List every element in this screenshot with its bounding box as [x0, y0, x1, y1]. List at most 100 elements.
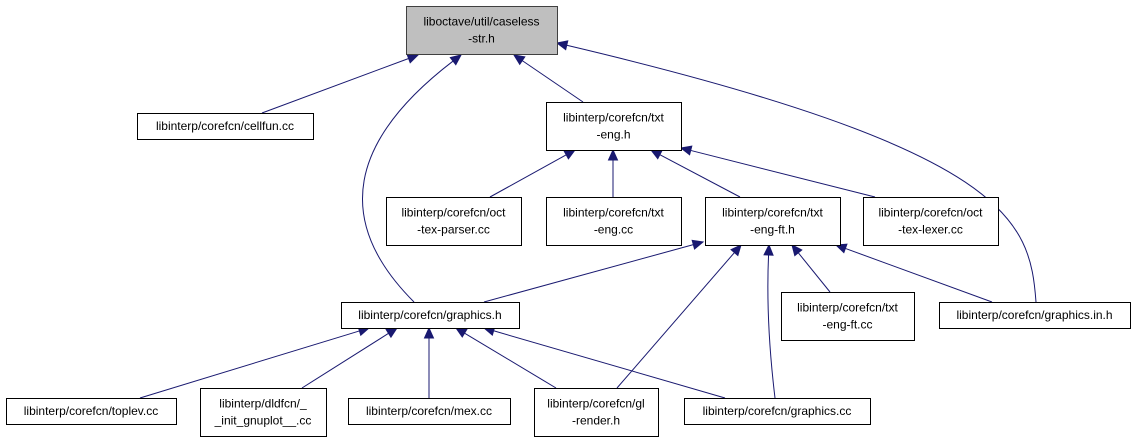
node-box [781, 292, 915, 341]
node-initgnuplot[interactable]: libinterp/dldfcn/_ _init_gnuplot__.cc [200, 388, 327, 437]
arrowhead [730, 244, 742, 257]
arrowhead [555, 40, 569, 51]
node-box [406, 6, 558, 55]
arrowhead [512, 54, 526, 66]
node-cellfun[interactable]: libinterp/corefcn/cellfun.cc [137, 113, 314, 140]
edge-line [797, 252, 831, 293]
node-label: libinterp/corefcn/txt [563, 111, 664, 125]
edge-graphics_in_h-to-caseless [555, 40, 1037, 303]
arrowhead [607, 148, 619, 161]
node-label: -tex-parser.cc [417, 223, 490, 237]
arrowhead [834, 243, 848, 254]
arrowhead [454, 327, 468, 338]
node-label: libinterp/corefcn/gl [547, 397, 644, 411]
arrowhead [649, 149, 663, 160]
edge-glrender-to-graphics_h [454, 327, 557, 389]
edge-line [139, 330, 360, 399]
node-label: libinterp/corefcn/graphics.h [358, 308, 501, 322]
node-label: libinterp/corefcn/oct [401, 206, 506, 220]
node-box [534, 388, 659, 437]
arrowhead [763, 243, 774, 256]
node-box [939, 302, 1131, 329]
node-mex[interactable]: libinterp/corefcn/mex.cc [348, 398, 511, 425]
edge-line [483, 244, 694, 303]
edge-line [301, 332, 389, 389]
arrowhead [563, 149, 577, 160]
node-label: -eng-ft.h [750, 223, 795, 237]
node-label: liboctave/util/caseless [423, 15, 539, 29]
node-label: libinterp/corefcn/graphics.in.h [956, 308, 1112, 322]
edge-cellfun-to-caseless [261, 53, 420, 114]
arrowhead [791, 244, 803, 257]
edge-line [566, 44, 1037, 303]
edge-toplev-to-graphics_h [139, 326, 371, 399]
node-label: -tex-lexer.cc [898, 223, 963, 237]
edge-line [767, 254, 776, 399]
node-octtexparser[interactable]: libinterp/corefcn/oct -tex-parser.cc [386, 197, 522, 246]
node-box [546, 197, 682, 246]
edge-graphics_cc-to-graphics_h [482, 325, 726, 399]
node-label: libinterp/corefcn/mex.cc [366, 404, 492, 418]
node-caseless[interactable]: liboctave/util/caseless -str.h [406, 6, 558, 55]
edge-line [261, 58, 409, 114]
node-label: -eng-ft.cc [822, 318, 872, 332]
node-box [684, 398, 871, 425]
edge-graphics_cc-to-txtengft_h [763, 243, 776, 399]
node-box [341, 302, 520, 329]
edge-mex-to-graphics_h [423, 326, 435, 398]
node-octtexlexer[interactable]: libinterp/corefcn/oct -tex-lexer.cc [863, 197, 999, 246]
arrowhead [385, 327, 399, 339]
node-label: _init_gnuplot__.cc [214, 414, 312, 428]
edge-octtexparser-to-txteng_h [489, 149, 577, 198]
node-toplev[interactable]: libinterp/corefcn/toplev.cc [6, 398, 177, 425]
node-label: libinterp/corefcn/toplev.cc [24, 404, 159, 418]
node-label: libinterp/corefcn/graphics.cc [703, 404, 852, 418]
edge-line [521, 60, 584, 103]
node-label: -render.h [572, 414, 620, 428]
node-label: libinterp/corefcn/txt [563, 206, 664, 220]
edge-initgnuplot-to-graphics_h [301, 327, 399, 389]
node-label: -eng.h [596, 128, 630, 142]
node-box [6, 398, 177, 425]
edge-line [489, 154, 567, 198]
node-label: libinterp/dldfcn/_ [219, 397, 307, 411]
edge-graphics_in_h-to-txtengft_h [834, 243, 993, 303]
node-box [348, 398, 511, 425]
node-box [705, 197, 841, 246]
node-graphics_h[interactable]: libinterp/corefcn/graphics.h [341, 302, 520, 329]
node-graphics_cc[interactable]: libinterp/corefcn/graphics.cc [684, 398, 871, 425]
arrowhead [679, 145, 693, 156]
node-txteng_cc[interactable]: libinterp/corefcn/txt -eng.cc [546, 197, 682, 246]
node-glrender[interactable]: libinterp/corefcn/gl -render.h [534, 388, 659, 437]
arrowhead [423, 326, 435, 339]
node-label: -eng.cc [594, 223, 633, 237]
node-box [386, 197, 522, 246]
edge-txtengft_h-to-txteng_h [649, 149, 741, 198]
edge-line [845, 247, 993, 303]
edge-line [616, 252, 735, 389]
edge-txteng_cc-to-txteng_h [607, 148, 619, 197]
edge-txtengft_cc-to-txtengft_h [791, 244, 831, 293]
node-label: libinterp/corefcn/cellfun.cc [156, 119, 294, 133]
edge-graphics_h-to-txtengft_h [483, 239, 705, 303]
node-graphics_in_h[interactable]: libinterp/corefcn/graphics.in.h [939, 302, 1131, 329]
edge-octtexlexer-to-txteng_h [679, 145, 876, 198]
edge-glrender-to-txtengft_h [616, 244, 742, 389]
node-txteng_h[interactable]: libinterp/corefcn/txt -eng.h [546, 102, 682, 151]
edge-line [690, 149, 876, 198]
edge-line [493, 330, 726, 399]
node-box [200, 388, 327, 437]
node-txtengft_h[interactable]: libinterp/corefcn/txt -eng-ft.h [705, 197, 841, 246]
node-label: libinterp/corefcn/txt [722, 206, 823, 220]
node-box [137, 113, 314, 140]
node-box [863, 197, 999, 246]
node-label: libinterp/corefcn/oct [878, 206, 983, 220]
arrowhead [691, 239, 705, 250]
edge-graphics_h-to-caseless [361, 54, 462, 303]
node-label: -str.h [468, 32, 495, 46]
arrowhead [449, 54, 462, 66]
edge-line [464, 332, 557, 389]
node-txtengft_cc[interactable]: libinterp/corefcn/txt-eng-ft.cc [781, 292, 915, 341]
node-box [546, 102, 682, 151]
